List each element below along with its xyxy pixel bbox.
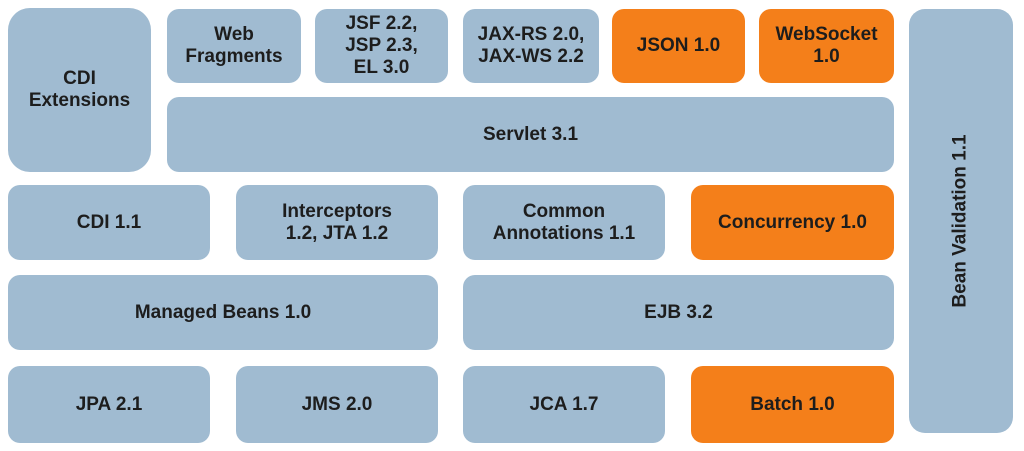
box-common-annotations-label: Common Annotations 1.1	[492, 200, 636, 244]
box-json-label: JSON 1.0	[636, 35, 721, 56]
box-jca-label: JCA 1.7	[529, 393, 599, 415]
box-ejb-label: EJB 3.2	[644, 301, 713, 323]
box-websocket-label: WebSocket 1.0	[775, 24, 878, 67]
box-jsf-jsp-el-label: JSF 2.2, JSP 2.3, EL 3.0	[345, 13, 418, 78]
box-jca: JCA 1.7	[463, 366, 665, 443]
box-cdi-label: CDI 1.1	[76, 211, 142, 233]
box-servlet-label: Servlet 3.1	[482, 123, 579, 145]
box-jms: JMS 2.0	[236, 366, 438, 443]
box-common-annotations: Common Annotations 1.1	[463, 185, 665, 260]
box-concurrency: Concurrency 1.0	[691, 185, 894, 260]
box-interceptors-jta: Interceptors 1.2, JTA 1.2	[236, 185, 438, 260]
box-bean-validation-label: Bean Validation 1.1	[950, 134, 972, 308]
box-jpa-label: JPA 2.1	[75, 393, 143, 415]
box-json: JSON 1.0	[612, 9, 745, 83]
box-batch-label: Batch 1.0	[750, 393, 835, 415]
box-web-fragments-label: Web Fragments	[185, 24, 283, 67]
box-servlet: Servlet 3.1	[167, 97, 894, 172]
box-websocket: WebSocket 1.0	[759, 9, 894, 83]
box-web-fragments: Web Fragments	[167, 9, 301, 83]
box-cdi-extensions: CDI Extensions	[8, 8, 151, 172]
box-cdi-extensions-label: CDI Extensions	[28, 68, 131, 111]
box-bean-validation: Bean Validation 1.1	[909, 9, 1013, 433]
box-concurrency-label: Concurrency 1.0	[718, 211, 867, 233]
box-interceptors-jta-label: Interceptors 1.2, JTA 1.2	[282, 200, 392, 244]
box-jaxrs-jaxws: JAX-RS 2.0, JAX-WS 2.2	[463, 9, 599, 83]
box-cdi: CDI 1.1	[8, 185, 210, 260]
box-jaxrs-jaxws-label: JAX-RS 2.0, JAX-WS 2.2	[477, 24, 585, 67]
box-managed-beans: Managed Beans 1.0	[8, 275, 438, 350]
box-jsf-jsp-el: JSF 2.2, JSP 2.3, EL 3.0	[315, 9, 448, 83]
box-ejb: EJB 3.2	[463, 275, 894, 350]
box-jpa: JPA 2.1	[8, 366, 210, 443]
box-batch: Batch 1.0	[691, 366, 894, 443]
box-jms-label: JMS 2.0	[301, 393, 373, 415]
box-managed-beans-label: Managed Beans 1.0	[134, 301, 312, 323]
